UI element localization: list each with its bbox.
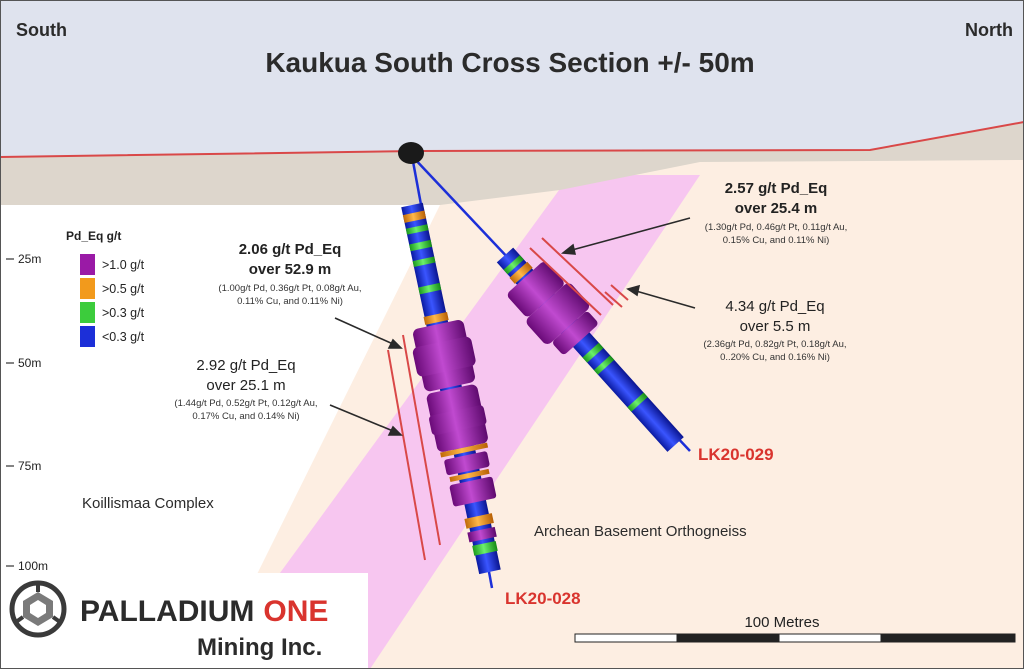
intercept-2-grade: 2.92 g/t Pd_Eq	[196, 357, 295, 374]
intercept-2-length: over 25.1 m	[206, 377, 285, 394]
section-title: Kaukua South Cross Section +/- 50m	[265, 47, 754, 78]
legend-label-gt1: >1.0 g/t	[102, 258, 145, 272]
intercept-1-grade: 2.06 g/t Pd_Eq	[239, 241, 342, 258]
intercept-1-length: over 52.9 m	[249, 261, 332, 278]
intercept-label-1: 2.06 g/t Pd_Eq over 52.9 m (1.00g/t Pd, …	[218, 241, 361, 307]
legend-label-lt03: <0.3 g/t	[102, 330, 145, 344]
logo-name-part2: ONE	[263, 595, 328, 628]
intercept-2-detail-2: 0.17% Cu, and 0.14% Ni)	[192, 411, 299, 422]
hole-label-lk20-029: LK20-029	[698, 445, 774, 464]
intercept-label-4: 4.34 g/t Pd_Eq over 5.5 m (2.36g/t Pd, 0…	[703, 298, 846, 363]
intercept-3-length: over 25.4 m	[735, 200, 818, 217]
intercept-1-detail-1: (1.00g/t Pd, 0.36g/t Pt, 0.08g/t Au,	[218, 283, 361, 294]
legend-swatches	[80, 254, 95, 347]
legend-swatch-gt03	[80, 302, 95, 323]
direction-south: South	[16, 20, 67, 40]
legend-label-gt03: >0.3 g/t	[102, 306, 145, 320]
intercept-3-detail-2: 0.15% Cu, and 0.11% Ni)	[723, 235, 830, 246]
unit-koillismaa-complex: Koillismaa Complex	[82, 495, 214, 512]
drill-collar-icon	[398, 142, 424, 164]
annotation-arrows	[329, 217, 696, 436]
intercept-4-detail-1: (2.36g/t Pd, 0.82g/t Pt, 0.18g/t Au,	[703, 339, 846, 350]
unit-archean-orthogneiss: Archean Basement Orthogneiss	[534, 523, 747, 540]
depth-label-75m: 75m	[18, 459, 41, 473]
drill-hole-lk20-028	[401, 202, 501, 575]
hole-label-lk20-028: LK20-028	[505, 589, 581, 608]
intercept-label-3: 2.57 g/t Pd_Eq over 25.4 m (1.30g/t Pd, …	[705, 180, 847, 246]
intercept-brackets	[387, 237, 629, 561]
sky-area	[0, 0, 1024, 157]
intercept-4-length: over 5.5 m	[740, 318, 811, 335]
legend-swatch-gt05	[80, 278, 95, 299]
koillismaa-complex-area	[0, 205, 440, 669]
legend-label-gt05: >0.5 g/t	[102, 282, 145, 296]
intercept-4-grade: 4.34 g/t Pd_Eq	[725, 298, 824, 315]
depth-label-50m: 50m	[18, 356, 41, 370]
intercept-label-2: 2.92 g/t Pd_Eq over 25.1 m (1.44g/t Pd, …	[174, 357, 317, 422]
depth-axis	[6, 258, 14, 567]
intercept-4-detail-2: 0..20% Cu, and 0.16% Ni)	[720, 352, 830, 363]
logo-subline: Mining Inc.	[197, 634, 322, 661]
scale-bar	[574, 633, 1016, 643]
legend-swatch-lt03	[80, 326, 95, 347]
legend-title: Pd_Eq g/t	[66, 229, 121, 243]
logo-name-part1: PALLADIUM	[80, 595, 254, 628]
intercept-3-grade: 2.57 g/t Pd_Eq	[725, 180, 828, 197]
drill-hole-lk20-029	[496, 247, 684, 452]
direction-north: North	[965, 20, 1013, 40]
logo-wordmark: PALLADIUM ONE	[80, 595, 328, 628]
intercept-3-detail-1: (1.30g/t Pd, 0.46g/t Pt, 0.11g/t Au,	[705, 222, 847, 233]
intercept-1-detail-2: 0.11% Cu, and 0.11% Ni)	[237, 296, 343, 307]
palladium-one-logo-icon	[9, 580, 67, 638]
topography-line	[0, 121, 1024, 158]
depth-label-25m: 25m	[18, 252, 41, 266]
legend-swatch-gt1	[80, 254, 95, 275]
intercept-2-detail-1: (1.44g/t Pd, 0.52g/t Pt, 0.12g/t Au,	[174, 398, 317, 409]
scale-bar-label: 100 Metres	[744, 614, 819, 631]
depth-label-100m: 100m	[18, 559, 48, 573]
